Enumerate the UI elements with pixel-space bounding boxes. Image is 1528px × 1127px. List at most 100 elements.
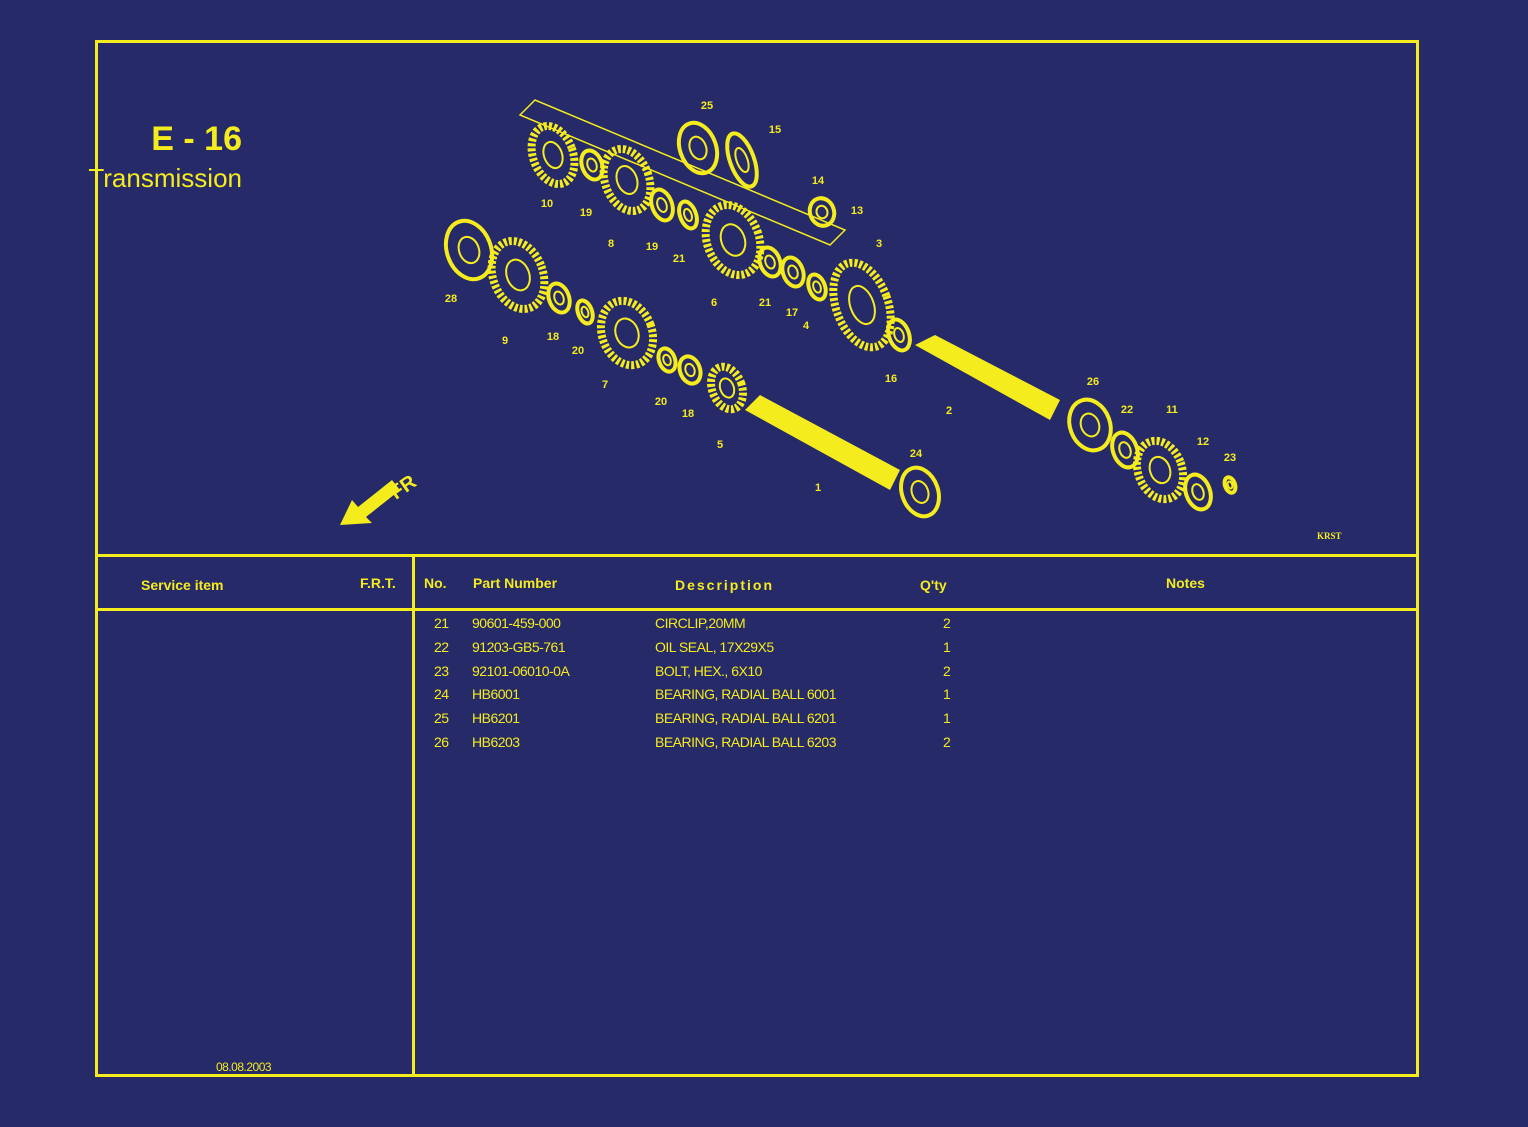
- callout-label: 26: [1087, 376, 1099, 388]
- part-shape: [527, 121, 579, 189]
- callout-label: 17: [786, 307, 798, 319]
- part-bore: [580, 305, 590, 319]
- mainshaft: [745, 395, 900, 490]
- cell-no: 23: [434, 662, 449, 679]
- cell-part-number: 91203-GB5-761: [472, 638, 566, 655]
- callout-label: 18: [682, 408, 694, 420]
- header-notes: Notes: [1166, 575, 1205, 591]
- cell-no: 22: [434, 638, 449, 655]
- header-part-number: Part Number: [473, 575, 558, 591]
- part-bore: [812, 280, 822, 294]
- callout-label: 6: [711, 297, 717, 309]
- callout-label: 9: [502, 335, 508, 347]
- callout-label: 2: [946, 405, 952, 417]
- cell-description: OIL SEAL, 17X29X5: [655, 638, 774, 655]
- part-shape: [701, 201, 765, 279]
- part-shape: [599, 145, 655, 215]
- part-shape: [1183, 472, 1213, 512]
- part-shape: [487, 237, 549, 313]
- callout-label: 7: [602, 379, 608, 391]
- part-bore: [542, 140, 564, 170]
- part-bore: [848, 284, 876, 326]
- part-shape: [575, 298, 595, 326]
- part-shape: [807, 196, 837, 228]
- part-shape: [677, 354, 703, 386]
- callout-label: 15: [769, 124, 781, 136]
- cell-description: BEARING, RADIAL BALL 6203: [655, 734, 837, 750]
- cell-qty: 2: [943, 734, 951, 750]
- callout-label: 19: [580, 207, 592, 219]
- part-bore: [910, 480, 930, 504]
- part-bore: [505, 258, 531, 292]
- part-bore: [656, 197, 668, 213]
- part-shape: [725, 131, 759, 189]
- part-bore: [615, 165, 639, 195]
- callout-label: 18: [547, 331, 559, 343]
- callout-label: 19: [646, 241, 658, 253]
- divider: [98, 554, 1416, 557]
- part-bore: [682, 207, 694, 223]
- callout-label: 20: [572, 345, 584, 357]
- part-bore: [662, 353, 672, 367]
- part-shape: [677, 199, 699, 231]
- cell-qty: 1: [943, 686, 951, 703]
- callout-label: 22: [1121, 404, 1133, 416]
- part-shape: [1110, 430, 1140, 470]
- callout-label: 1: [815, 482, 821, 494]
- cell-part-number: 90601-459-000: [472, 615, 561, 631]
- header-frt: F.R.T.: [360, 575, 396, 591]
- cell-qty: 2: [943, 615, 951, 631]
- header-service-item: Service item: [141, 577, 224, 593]
- cell-no: 25: [434, 710, 449, 727]
- part-shape: [443, 218, 495, 282]
- cell-part-number: HB6201: [472, 710, 520, 727]
- countershaft: [915, 335, 1060, 420]
- parts-sheet-frame: [95, 40, 1419, 1077]
- part-shape: [1132, 436, 1188, 504]
- front-direction-arrow-icon: [340, 480, 400, 525]
- section-title: Transmission: [88, 163, 242, 193]
- callout-label: 25: [701, 100, 713, 112]
- part-bore: [457, 235, 481, 265]
- part-bore: [1118, 441, 1132, 459]
- part-shape: [649, 187, 675, 223]
- part-bore: [684, 362, 696, 378]
- cell-no: 24: [434, 686, 449, 703]
- part-bore: [787, 264, 799, 280]
- diagram-code: KRST: [1317, 531, 1342, 541]
- cell-description: BOLT, HEX., 6X10: [655, 662, 762, 679]
- callout-label: 10: [541, 198, 553, 210]
- callout-label: 5: [717, 439, 723, 451]
- part-bore: [1079, 412, 1101, 438]
- callout-label: 24: [910, 448, 923, 460]
- cell-qty: 1: [943, 638, 951, 655]
- divider: [412, 554, 415, 1074]
- cell-part-number: HB6203: [472, 734, 520, 750]
- part-shape: [707, 362, 747, 414]
- part-shape: [780, 255, 806, 289]
- header-no: No.: [424, 575, 447, 591]
- part-shape: [596, 296, 658, 370]
- part-shape: [806, 272, 828, 302]
- divider: [98, 608, 1416, 611]
- callout-label: 11: [1166, 404, 1178, 416]
- cell-qty: 1: [943, 710, 951, 727]
- part-bore: [815, 204, 829, 220]
- cell-no: 26: [434, 734, 449, 750]
- callout-label: 28: [445, 293, 457, 305]
- part-shape: [899, 465, 941, 519]
- callout-label: 3: [876, 238, 882, 250]
- part-shape: [546, 281, 572, 315]
- part-shape: [886, 317, 912, 353]
- section-code: E - 16: [151, 120, 242, 158]
- part-bore: [553, 290, 565, 306]
- callout-label: 21: [673, 253, 685, 265]
- callout-label: 16: [885, 373, 897, 385]
- part-bore: [586, 157, 598, 173]
- callout-label: 23: [1224, 452, 1236, 464]
- header-qty: Q'ty: [920, 577, 947, 593]
- callout-label: 13: [851, 205, 863, 217]
- part-shape: [829, 258, 895, 352]
- part-bore: [764, 254, 776, 270]
- callout-label: 14: [812, 175, 825, 187]
